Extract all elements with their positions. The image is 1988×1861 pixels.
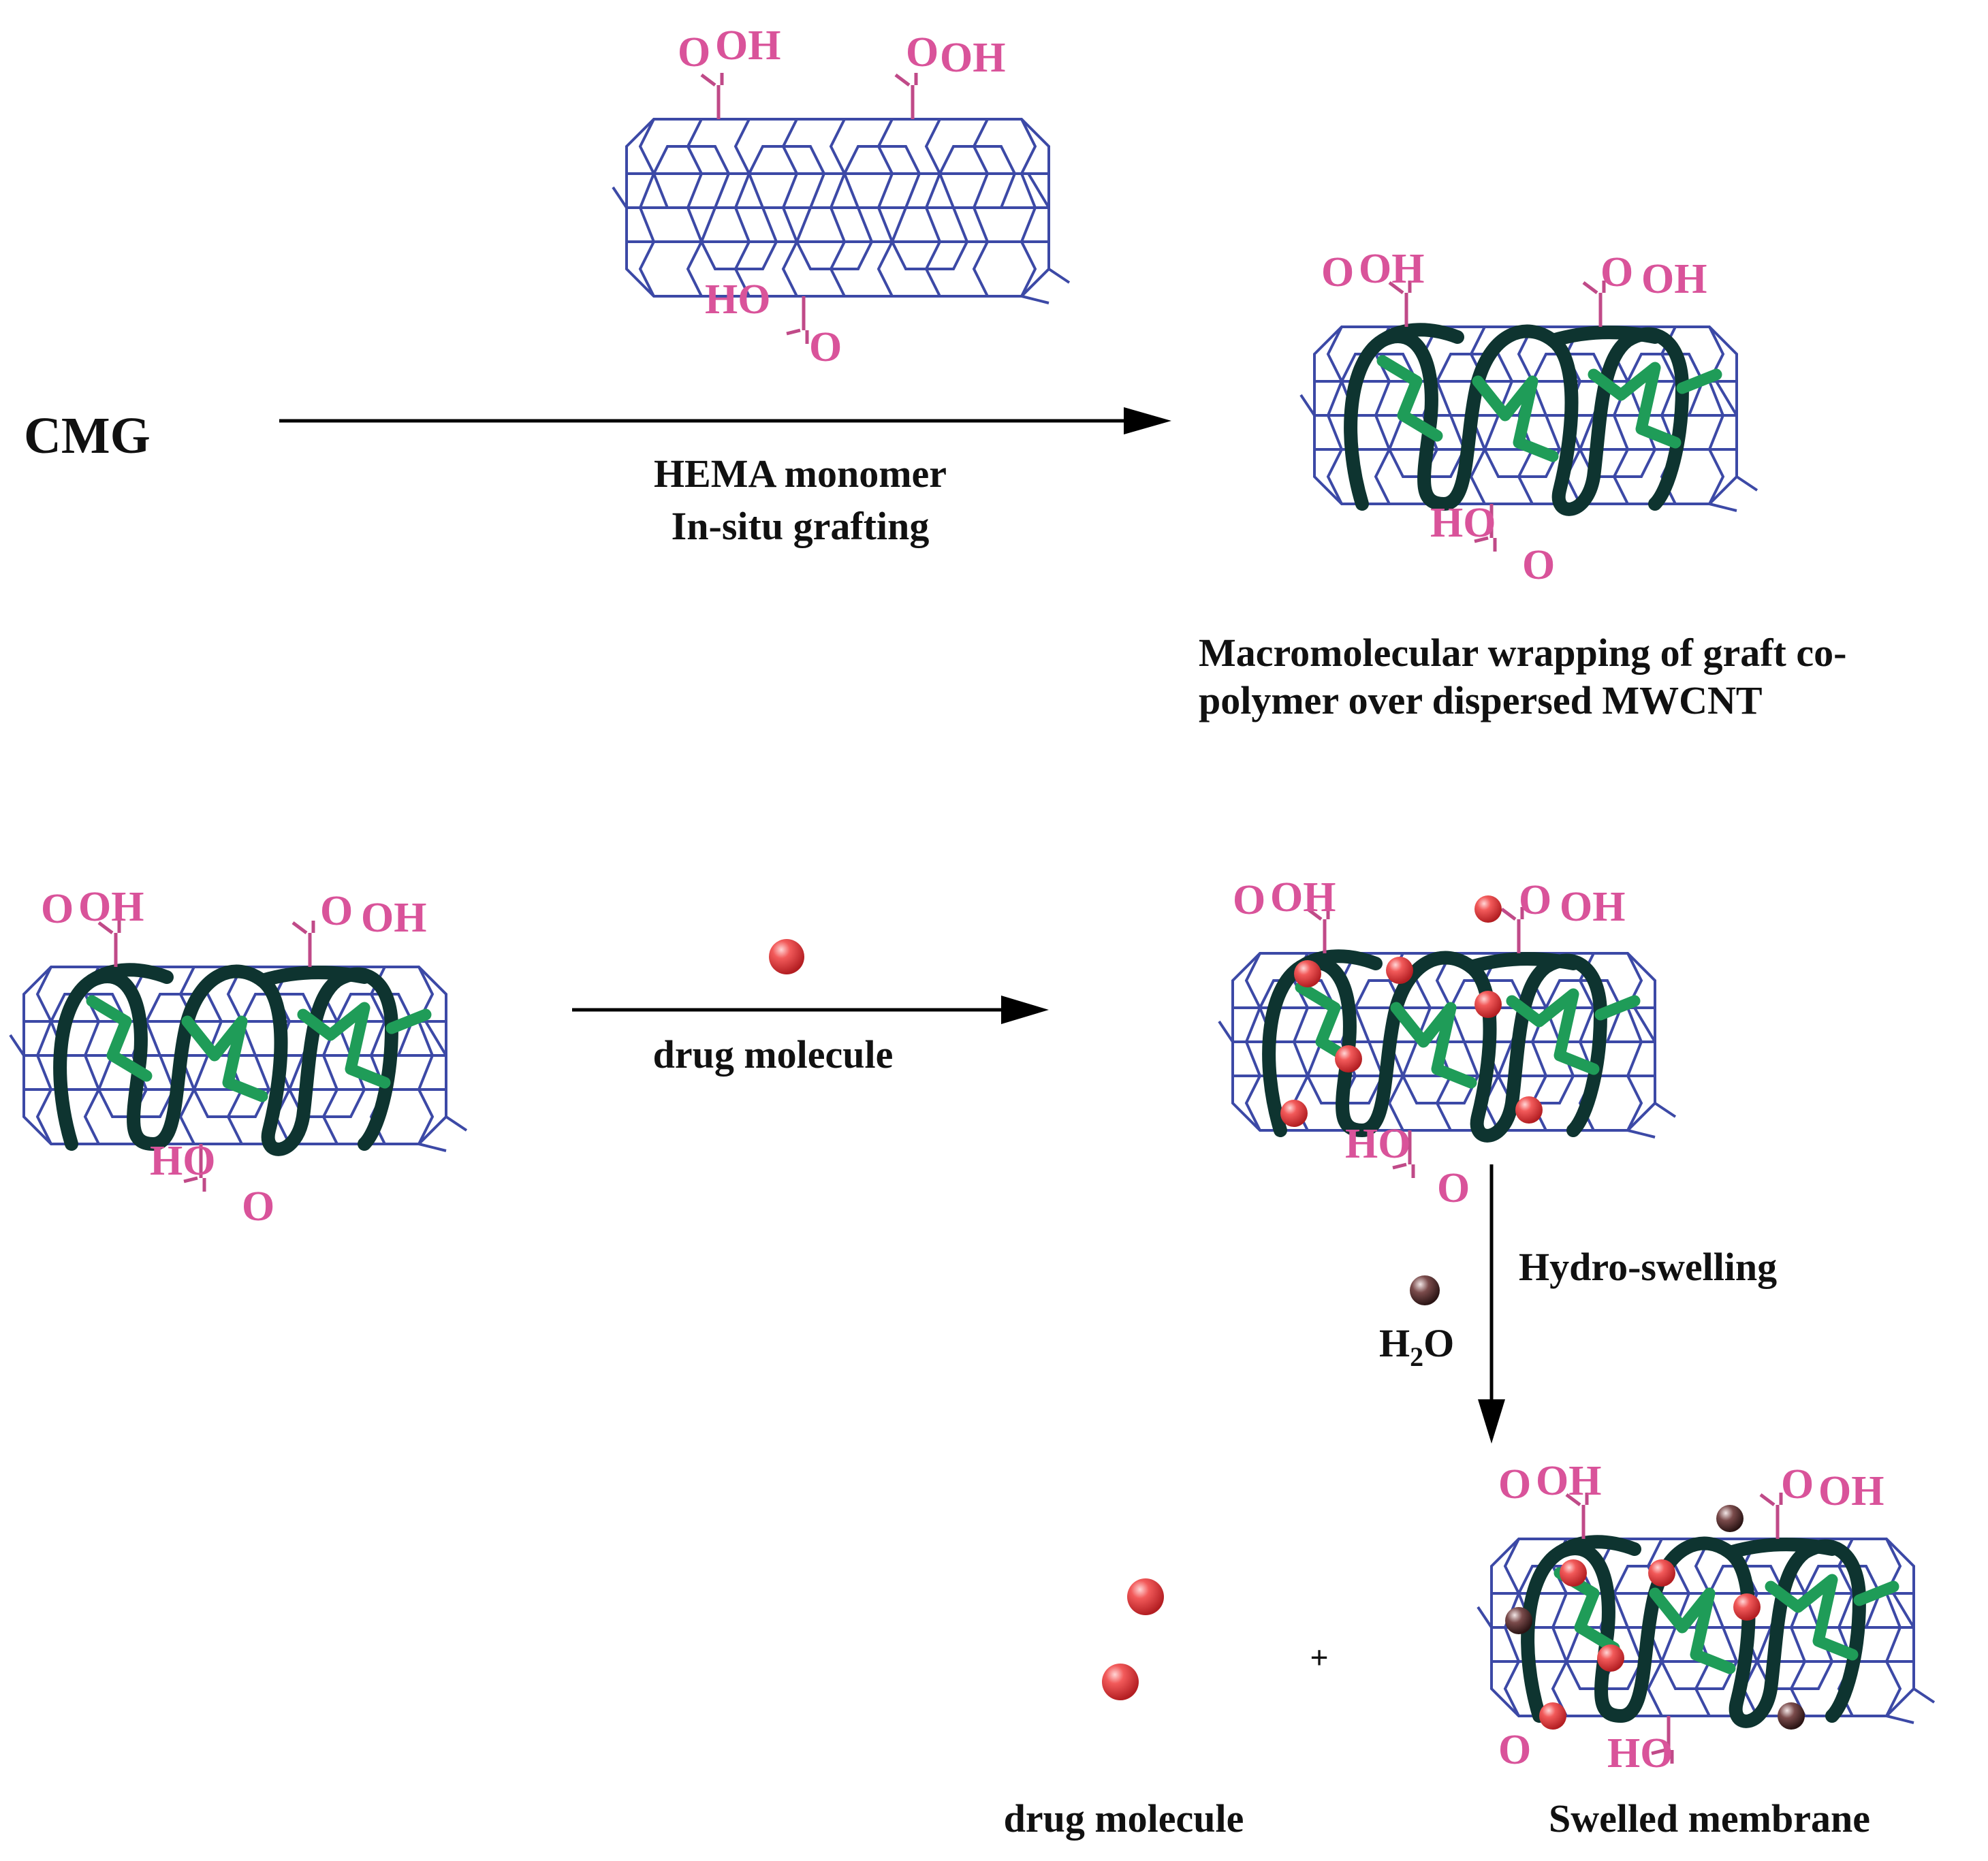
step2-reagent-label: drug molecule (653, 1032, 894, 1077)
step3-condition-label: Hydro-swelling (1519, 1245, 1777, 1289)
drug-molecule-icon (1515, 1096, 1543, 1124)
plus-sign: + (1310, 1640, 1328, 1676)
drug-molecule-icon (1648, 1559, 1675, 1587)
carboxyl-o-label: O (1321, 249, 1354, 296)
carboxyl-oh-label: OH (1641, 256, 1707, 302)
carboxyl-oh-label: OH (1536, 1458, 1601, 1504)
water-molecule-icon (1410, 1275, 1440, 1305)
drug-molecule-icon (1560, 1559, 1587, 1587)
carboxyl-o-label: O (320, 888, 353, 934)
wrapped-mwcnt-left: O OH O OH HO O (9, 884, 468, 1230)
carboxyl-o-label: O (242, 1183, 274, 1230)
carboxyl-ho-label: HO (705, 276, 770, 323)
carboxyl-o-label: O (41, 886, 74, 932)
wrapped-mwcnt: O OH O OH HO O (1299, 246, 1758, 588)
carboxyl-ho-label: HO (1607, 1730, 1673, 1777)
drug-molecule-icon (1386, 957, 1413, 984)
wrapping-caption-line1: Macromolecular wrapping of graft co- (1199, 631, 1846, 675)
swelled-membrane: O OH O OH O HO (1477, 1458, 1936, 1777)
carboxyl-ho-label: HO (1345, 1121, 1410, 1167)
drug-molecule-icon (1597, 1644, 1624, 1672)
carboxyl-ho-label: HO (1430, 500, 1496, 546)
step3-arrow (1478, 1164, 1505, 1444)
carboxyl-oh-label: OH (361, 895, 426, 941)
carboxyl-o-label: O (1498, 1727, 1531, 1773)
carboxyl-oh-label: OH (1560, 884, 1625, 930)
drug-molecule-icon (1474, 895, 1502, 923)
cmg-label: CMG (24, 407, 151, 464)
water-molecule-icon (1716, 1505, 1744, 1532)
drug-molecule-icon (1335, 1045, 1362, 1072)
carboxyl-o-label: O (1600, 249, 1633, 296)
released-drug-label: drug molecule (1004, 1796, 1244, 1841)
step1-condition-label: In-situ grafting (672, 504, 930, 548)
carboxyl-o-label: O (1437, 1165, 1470, 1211)
carboxyl-ho-label: HO (150, 1138, 215, 1184)
carboxyl-o-label: O (906, 29, 938, 76)
carboxyl-oh-label: OH (940, 35, 1005, 81)
carboxyl-o-label: O (1522, 542, 1555, 588)
drug-molecule-icon (1294, 960, 1321, 987)
carboxyl-o-label: O (678, 29, 710, 76)
carboxyl-oh-label: OH (1270, 874, 1336, 921)
drug-molecule-icon (1733, 1593, 1761, 1621)
carboxyl-oh-label: OH (78, 884, 144, 930)
water-molecule-icon (1505, 1607, 1532, 1634)
carboxyl-o-label: O (1498, 1461, 1531, 1508)
swelled-membrane-label: Swelled membrane (1549, 1796, 1870, 1841)
carboxyl-o-label: O (1233, 877, 1265, 923)
drug-loaded-mwcnt: O OH O OH HO O (1218, 874, 1677, 1211)
released-drug-icon (1127, 1578, 1164, 1615)
water-label: H2O (1379, 1321, 1454, 1372)
step1-arrow (279, 407, 1171, 434)
step1-reagent-label: HEMA monomer (654, 451, 947, 496)
carboxyl-o-label: O (1519, 877, 1551, 923)
released-drug-icon (1102, 1664, 1139, 1700)
carboxylated-mwcnt: O OH O OH HO O (612, 22, 1071, 370)
wrapping-caption-line2: polymer over dispersed MWCNT (1199, 678, 1763, 722)
step2-arrow (572, 996, 1049, 1024)
drug-molecule-icon (769, 939, 804, 974)
carboxyl-oh-label: OH (1818, 1468, 1884, 1514)
carboxyl-o-label: O (1781, 1461, 1814, 1508)
drug-molecule-icon (1474, 991, 1502, 1018)
water-molecule-icon (1778, 1702, 1805, 1730)
drug-molecule-icon (1539, 1702, 1566, 1730)
carboxyl-o-label: O (809, 324, 842, 370)
carboxyl-oh-label: OH (715, 22, 780, 69)
carboxyl-oh-label: OH (1359, 246, 1424, 292)
drug-molecule-icon (1280, 1100, 1308, 1127)
